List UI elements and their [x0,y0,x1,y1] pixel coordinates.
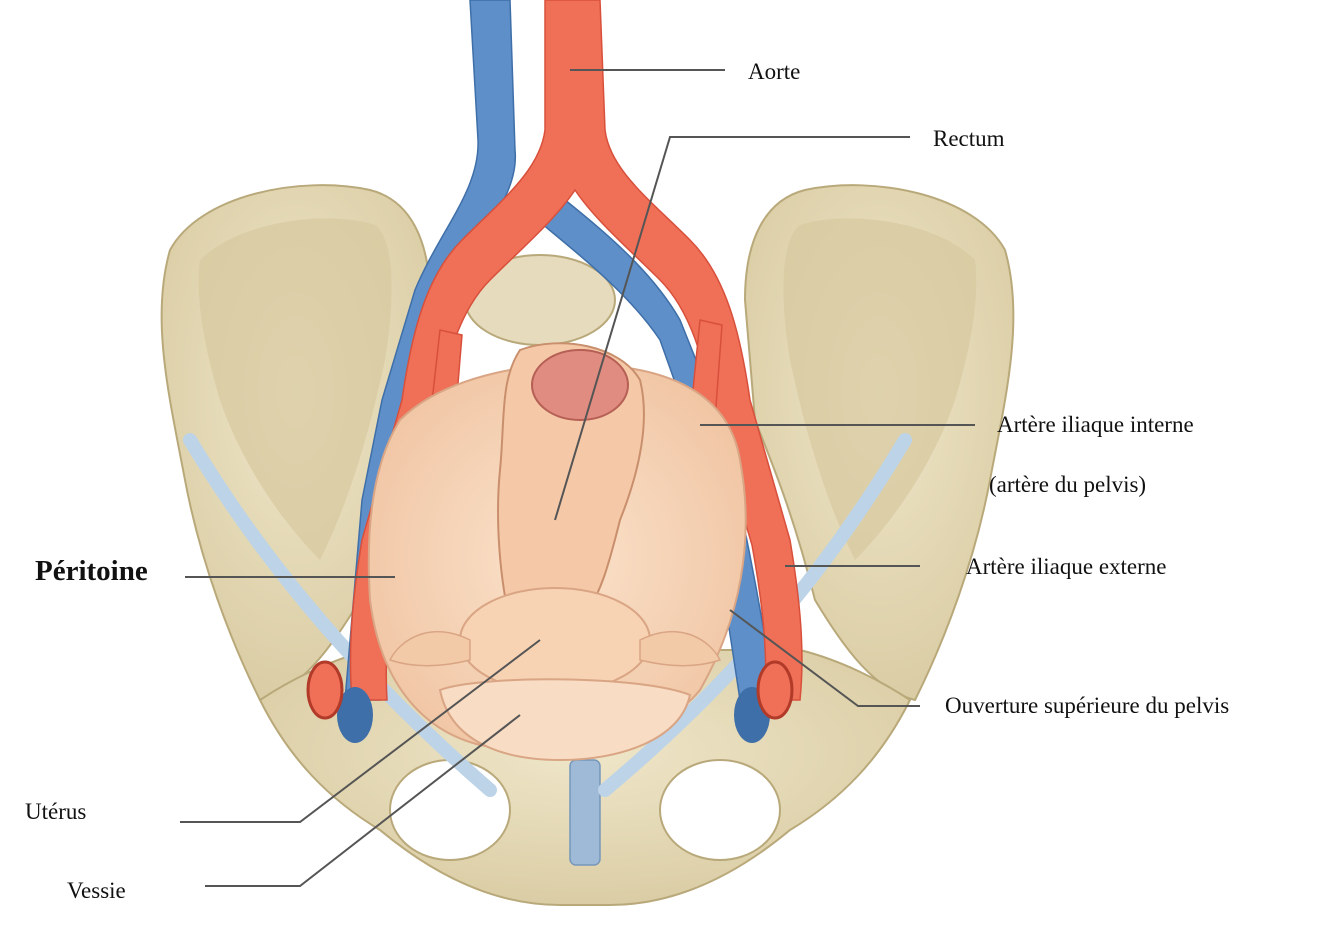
right-artery-cut-end [758,662,792,718]
label-aorte: Aorte [748,60,800,83]
label-ouverture-superieure: Ouverture supérieure du pelvis [945,694,1229,717]
label-artere-iliaque-externe: Artère iliaque externe [966,555,1167,578]
uterus [460,588,650,692]
label-rectum: Rectum [933,127,1005,150]
label-peritoine: Péritoine [35,557,148,586]
label-vessie: Vessie [67,879,126,902]
pubic-symphysis [570,760,600,865]
label-artere-du-pelvis: (artère du pelvis) [989,473,1146,496]
left-obturator-foramen [390,760,510,860]
left-artery-cut-end [308,662,342,718]
right-obturator-foramen [660,760,780,860]
label-uterus: Utérus [25,800,86,823]
rectum-lumen [532,350,628,420]
pelvic-organs [369,343,746,760]
label-artere-iliaque-interne: Artère iliaque interne [997,413,1194,436]
